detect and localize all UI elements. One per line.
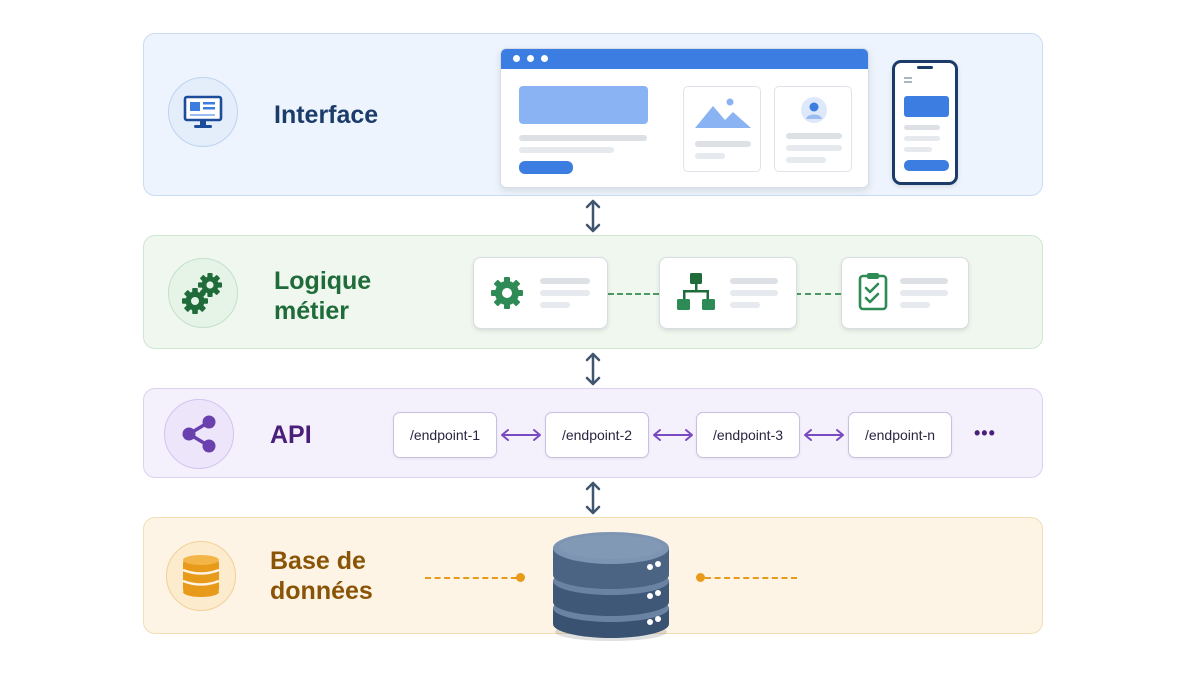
process-card-gear: [473, 257, 608, 329]
logic-icon-circle: [168, 258, 238, 328]
api-title-line: API: [270, 421, 312, 449]
window-dot-icon: [513, 55, 520, 62]
text-placeholder: [904, 136, 940, 141]
mobile-phone-mockup: [892, 60, 958, 185]
gears-icon: [182, 273, 222, 314]
database-server-icon: [553, 532, 669, 641]
dashed-connector: [425, 577, 517, 579]
window-dot-icon: [541, 55, 548, 62]
dashed-connector: [795, 293, 841, 295]
interface-layer: Interface: [143, 33, 1043, 196]
text-placeholder: [786, 145, 842, 151]
database-layer: Base de données: [143, 517, 1043, 641]
interface-icon-circle: [168, 77, 238, 147]
api-endpoint-box[interactable]: /endpoint-1: [393, 412, 497, 458]
desktop-monitor-icon: [183, 95, 223, 128]
logic-title-line: Logique: [274, 267, 372, 295]
phone-speaker: [917, 66, 933, 69]
bidirectional-arrow-icon: [585, 481, 601, 515]
user-avatar-icon: [801, 97, 827, 123]
image-card-mockup: [683, 86, 761, 172]
database-title-line: données: [270, 577, 373, 605]
more-endpoints-ellipsis: •••: [974, 423, 996, 443]
api-layer: API /endpoint-1 /endpoint-2 /endpoint-3 …: [143, 388, 1043, 478]
text-placeholder: [540, 302, 570, 308]
text-placeholder: [900, 302, 930, 308]
text-placeholder: [695, 141, 751, 147]
text-placeholder: [730, 302, 760, 308]
interface-title-line: Interface: [274, 101, 379, 129]
bidirectional-arrow-icon: [585, 352, 601, 386]
text-placeholder: [540, 290, 590, 296]
api-icon-circle: [164, 399, 234, 469]
text-placeholder: [519, 135, 647, 141]
double-arrow-icon: [501, 429, 541, 441]
text-placeholder: [904, 125, 940, 130]
double-arrow-icon: [653, 429, 693, 441]
api-endpoint-box[interactable]: /endpoint-2: [545, 412, 649, 458]
window-dot-icon: [527, 55, 534, 62]
text-placeholder: [730, 278, 778, 284]
database-icon-circle: [166, 541, 236, 611]
browser-title-bar: [501, 49, 868, 69]
api-layer-title: API: [270, 420, 312, 450]
text-placeholder: [540, 278, 590, 284]
text-placeholder: [786, 157, 826, 163]
text-placeholder: [695, 153, 725, 159]
text-placeholder: [904, 147, 932, 152]
phone-banner-placeholder: [904, 96, 949, 117]
text-placeholder: [730, 290, 778, 296]
image-landscape-icon: [695, 98, 751, 128]
process-card-hierarchy: [659, 257, 797, 329]
api-endpoint-box[interactable]: /endpoint-n: [848, 412, 952, 458]
text-placeholder: [900, 290, 948, 296]
phone-menu-icon: [904, 77, 912, 79]
process-card-checklist: [841, 257, 969, 329]
bidirectional-arrow-icon: [585, 199, 601, 233]
share-nodes-icon: [182, 415, 216, 453]
dashed-connector: [705, 577, 797, 579]
sitemap-icon: [677, 273, 715, 310]
logic-title-line: métier: [274, 297, 350, 325]
checklist-icon: [858, 273, 888, 311]
browser-window-mockup: [500, 48, 869, 188]
logic-layer-title: Logique métier: [274, 266, 371, 326]
double-arrow-icon: [804, 429, 844, 441]
phone-button-placeholder: [904, 160, 949, 171]
business-logic-layer: Logique métier: [143, 235, 1043, 349]
gear-icon: [491, 277, 523, 309]
database-stack-icon: [182, 555, 220, 597]
profile-card-mockup: [774, 86, 852, 172]
text-placeholder: [900, 278, 948, 284]
text-placeholder: [519, 147, 614, 153]
text-placeholder: [786, 133, 842, 139]
connector-dot: [696, 573, 705, 582]
database-title-line: Base de: [270, 547, 366, 575]
cta-button-placeholder: [519, 161, 573, 174]
dashed-connector: [608, 293, 659, 295]
hero-banner-placeholder: [519, 86, 648, 124]
interface-layer-title: Interface: [274, 100, 378, 130]
api-endpoint-box[interactable]: /endpoint-3: [696, 412, 800, 458]
connector-dot: [516, 573, 525, 582]
database-layer-title: Base de données: [270, 546, 373, 606]
